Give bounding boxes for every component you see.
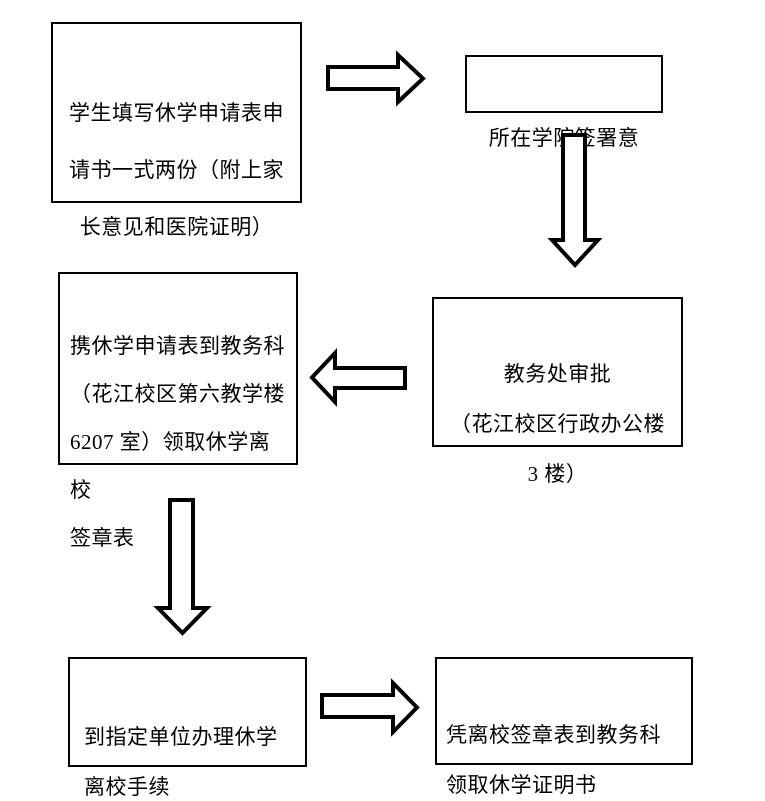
flow-node-get-leave-certificate: 凭离校签章表到教务科 领取休学证明书 <box>435 657 693 797</box>
flow-node-text: 携休学申请表到教务科 （花江校区第六教学楼 6207 室）领取休学离校 签章表 <box>70 334 285 550</box>
block-arrow-down-icon <box>153 498 212 636</box>
flow-node-college-sign-opinion: 所在学院签署意 <box>465 55 663 150</box>
flow-node-text: 到指定单位办理休学 离校手续 <box>84 725 278 799</box>
flow-node-text: 学生填写休学申请表申 请书一式两份（附上家 长意见和医院证明） <box>69 101 284 239</box>
flow-node-academic-office-approval: 教务处审批 （花江校区行政办公楼 3 楼） <box>432 297 683 486</box>
flow-node-handle-leave-procedures: 到指定单位办理休学 离校手续 <box>68 657 307 799</box>
block-arrow-down-icon <box>547 133 603 268</box>
flow-node-text: 教务处审批 （花江校区行政办公楼 3 楼） <box>450 362 665 486</box>
flow-node-get-leave-signature-form: 携休学申请表到教务科 （花江校区第六教学楼 6207 室）领取休学离校 签章表 <box>58 272 298 550</box>
block-arrow-right-icon <box>320 678 420 737</box>
block-arrow-right-icon <box>326 50 426 107</box>
block-arrow-left-icon <box>309 347 407 408</box>
flow-node-student-fill-form: 学生填写休学申请表申 请书一式两份（附上家 长意见和医院证明） <box>51 22 302 239</box>
flow-node-text: 凭离校签章表到教务科 领取休学证明书 <box>446 723 661 797</box>
